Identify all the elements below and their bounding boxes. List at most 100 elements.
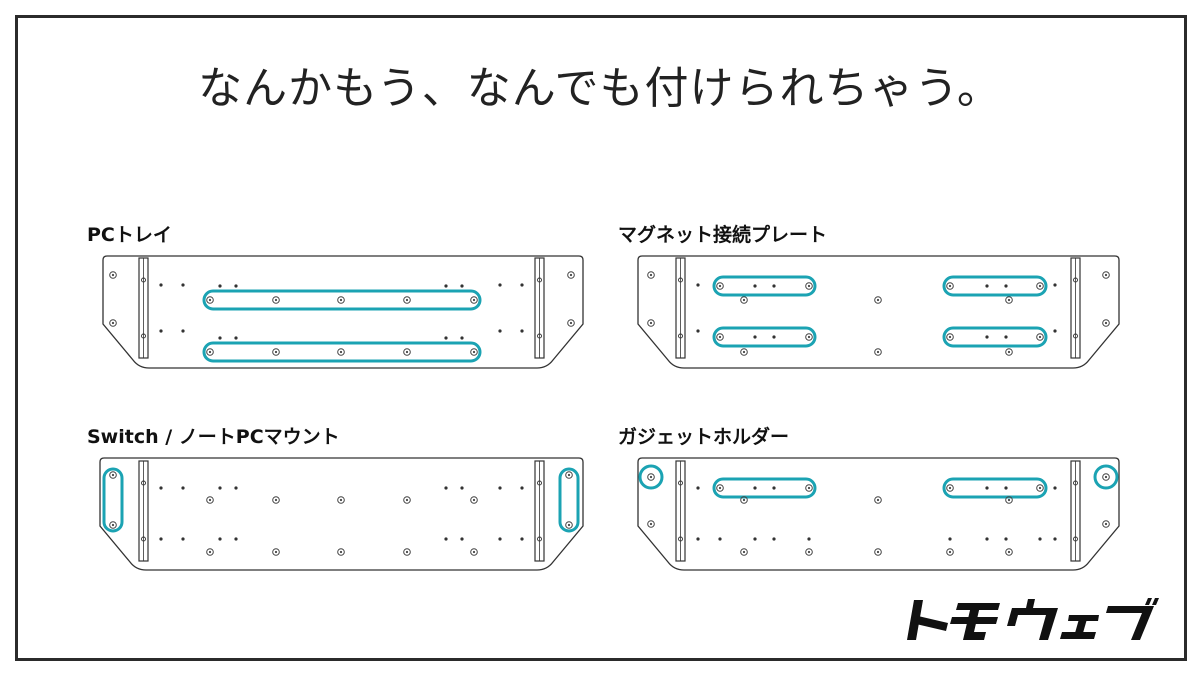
highlighted-slot [202, 341, 482, 363]
bracket-hole [537, 333, 542, 339]
screw-hole-center [1038, 335, 1042, 339]
screw-hole [109, 521, 117, 529]
screw-hole-center [472, 298, 476, 302]
small-hole [159, 537, 163, 541]
screw-hole [647, 319, 655, 327]
screw-hole-center [405, 498, 409, 502]
screw-hole [337, 348, 345, 356]
screw-hole-center [876, 350, 880, 354]
bracket-hole [678, 536, 683, 542]
screw-hole-center [718, 335, 722, 339]
small-hole [444, 537, 448, 541]
screw-hole-center [649, 273, 653, 277]
screw-hole-center [807, 284, 811, 288]
small-hole [772, 537, 776, 541]
screw-hole [272, 548, 280, 556]
small-hole [696, 283, 700, 287]
screw-hole [272, 496, 280, 504]
screw-hole [805, 548, 813, 556]
screw-hole [403, 348, 411, 356]
magnet-plate-diagram [637, 255, 1120, 369]
screw-hole [470, 548, 478, 556]
small-hole [948, 537, 952, 541]
highlighted-slot [712, 326, 817, 348]
highlighted-slot [942, 326, 1048, 348]
small-hole [753, 335, 757, 339]
small-hole [753, 486, 757, 490]
screw-hole-center [807, 550, 811, 554]
screw-hole [1102, 473, 1110, 481]
screw-hole [567, 319, 575, 327]
highlighted-slot [712, 477, 817, 499]
small-hole [1004, 537, 1008, 541]
small-hole [1053, 486, 1057, 490]
highlighted-slot [942, 477, 1048, 499]
small-hole [696, 537, 700, 541]
screw-hole-center [876, 498, 880, 502]
screw-hole [1005, 548, 1013, 556]
small-hole [460, 336, 464, 340]
screw-hole [403, 548, 411, 556]
screw-hole [206, 296, 214, 304]
small-hole [218, 537, 222, 541]
small-hole [218, 486, 222, 490]
screw-hole-center [807, 486, 811, 490]
small-hole [985, 335, 989, 339]
screw-hole-center [948, 284, 952, 288]
screw-hole [337, 296, 345, 304]
bracket-hole [1073, 480, 1078, 486]
screw-hole-center [1007, 550, 1011, 554]
small-hole [1004, 335, 1008, 339]
screw-hole [716, 333, 724, 341]
bracket-hole [678, 277, 683, 283]
bracket-hole [141, 536, 146, 542]
screw-hole [874, 496, 882, 504]
screw-hole [805, 282, 813, 290]
bracket-hole [537, 480, 542, 486]
screw-hole-center [742, 498, 746, 502]
small-hole [772, 284, 776, 288]
small-hole [444, 486, 448, 490]
screw-hole-center [208, 498, 212, 502]
small-hole [1053, 537, 1057, 541]
screw-hole [1102, 520, 1110, 528]
screw-hole [403, 496, 411, 504]
screw-hole-center [339, 498, 343, 502]
small-hole [772, 486, 776, 490]
screw-hole-center [1104, 475, 1108, 479]
screw-hole-center [274, 350, 278, 354]
screw-hole [470, 296, 478, 304]
screw-hole-center [807, 335, 811, 339]
bracket-hole [1073, 333, 1078, 339]
screw-hole-center [208, 550, 212, 554]
screw-hole [647, 473, 655, 481]
small-hole [807, 537, 811, 541]
screw-hole-center [274, 298, 278, 302]
screw-hole [740, 296, 748, 304]
screw-hole-center [111, 321, 115, 325]
small-hole [1053, 283, 1057, 287]
screw-hole [716, 484, 724, 492]
small-hole [181, 283, 185, 287]
small-hole [444, 284, 448, 288]
plate-outline [102, 255, 584, 369]
small-hole [460, 537, 464, 541]
screw-hole-center [876, 298, 880, 302]
small-hole [1004, 284, 1008, 288]
screw-hole [337, 496, 345, 504]
screw-hole-center [567, 473, 571, 477]
screw-hole [206, 548, 214, 556]
small-hole [696, 329, 700, 333]
screw-hole-center [567, 523, 571, 527]
screw-hole [403, 296, 411, 304]
bracket-hole [141, 333, 146, 339]
small-hole [181, 329, 185, 333]
small-hole [718, 537, 722, 541]
screw-hole-center [405, 298, 409, 302]
gadget-holder-plate-diagram [637, 457, 1120, 571]
screw-hole-center [742, 298, 746, 302]
panel-label-pc-tray: PCトレイ [87, 224, 172, 246]
screw-hole [874, 296, 882, 304]
screw-hole-center [208, 298, 212, 302]
